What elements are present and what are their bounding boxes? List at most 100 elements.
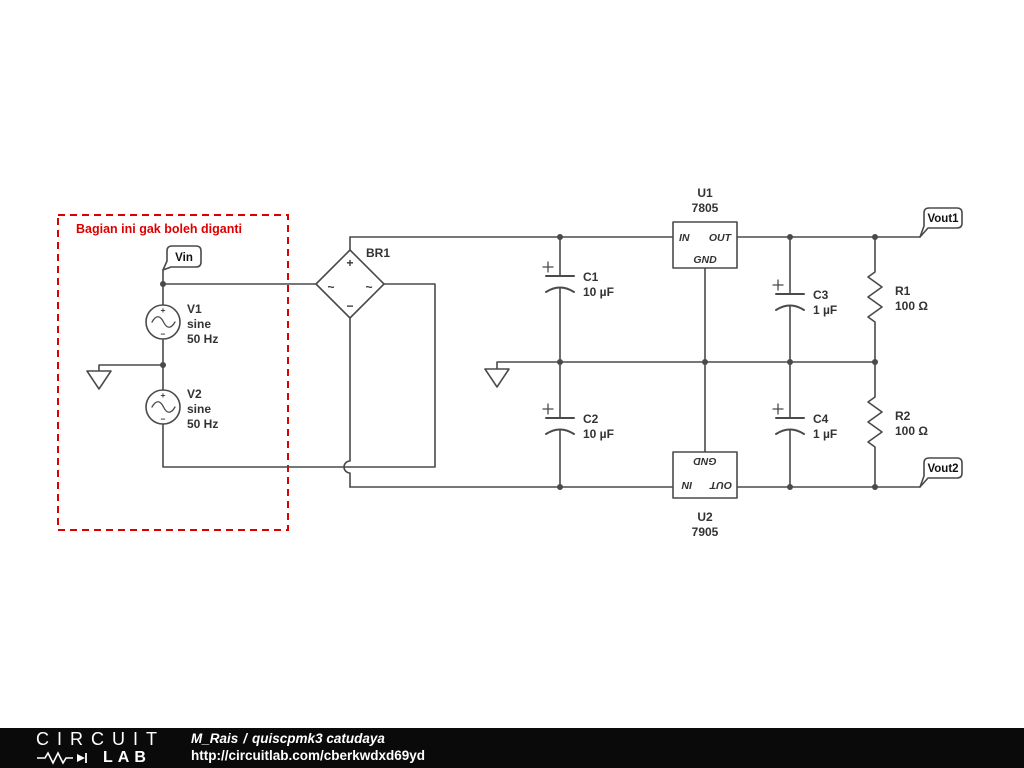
junction-dot xyxy=(557,234,563,240)
byline: M_Rais/quiscpmk3 catudaya xyxy=(191,731,425,747)
polarity-minus: − xyxy=(161,329,166,339)
component-value: 10 µF xyxy=(583,285,614,299)
ground-symbol-mid xyxy=(484,368,510,388)
component-ref: V2 xyxy=(187,387,202,401)
author-name: M_Rais xyxy=(191,731,239,747)
junction-dot xyxy=(872,484,878,490)
flag-shape xyxy=(919,457,963,488)
component-part: 7905 xyxy=(692,525,719,539)
resistor-r2: R2 100 Ω xyxy=(867,361,928,488)
ground-symbol-left xyxy=(86,370,112,390)
ground-triangle-icon xyxy=(86,370,112,390)
junction-dot xyxy=(787,234,793,240)
pin-in-label: IN xyxy=(679,232,690,244)
capacitor-c3: C3 1 µF xyxy=(772,236,837,363)
wire-source-midpoint xyxy=(98,338,164,391)
pin-in-label: IN xyxy=(681,479,692,491)
component-type: sine xyxy=(187,317,211,331)
protected-region: Bagian ini gak boleh diganti xyxy=(57,214,289,531)
bridge-plus: + xyxy=(346,256,353,270)
component-part: 7805 xyxy=(692,201,719,215)
junction-dot xyxy=(702,359,708,365)
circuit-title: quiscpmk3 catudaya xyxy=(252,731,385,747)
polarity-minus: − xyxy=(161,414,166,424)
flag-label: Vout2 xyxy=(927,463,958,475)
resistor-zigzag-icon xyxy=(867,361,883,488)
footer-bar: CIRCUIT LAB M_Rais/quiscpmk3 catudaya ht… xyxy=(0,728,1024,768)
polarity-plus: + xyxy=(161,390,166,400)
component-value: 10 µF xyxy=(583,427,614,441)
wires xyxy=(98,236,921,488)
net-flag-vout2: Vout2 xyxy=(919,457,963,488)
polarity-plus-icon xyxy=(772,403,784,415)
protected-region-label: Bagian ini gak boleh diganti xyxy=(76,222,242,236)
voltage-source-v2: + − V2 sine 50 Hz xyxy=(145,387,218,431)
wire-bridge-dc-leads xyxy=(343,236,351,488)
flag-label: Vin xyxy=(175,252,193,264)
capacitor-plate-bottom xyxy=(545,428,575,435)
flag-shape xyxy=(919,207,963,238)
junction-dot xyxy=(787,484,793,490)
junction-dot xyxy=(787,359,793,365)
flag-label: Vout1 xyxy=(927,213,959,225)
component-ref: C2 xyxy=(583,412,599,426)
capacitor-c2: C2 10 µF xyxy=(542,361,614,488)
logo-bottom-row: LAB xyxy=(36,750,165,766)
capacitor-plate-bottom xyxy=(545,286,575,293)
flag-shape xyxy=(162,245,202,271)
resistor-r1: R1 100 Ω xyxy=(867,236,928,363)
resistor-zigzag-icon xyxy=(867,236,883,363)
schematic-canvas: Bagian ini gak boleh diganti + − V1 sine… xyxy=(57,186,963,539)
regulator-box xyxy=(672,451,738,499)
polarity-plus-icon xyxy=(542,403,554,415)
component-ref: V1 xyxy=(187,302,202,316)
junction-dot xyxy=(872,234,878,240)
capacitor-c1: C1 10 µF xyxy=(542,236,614,363)
capacitor-plate-bottom xyxy=(775,428,805,435)
component-type: sine xyxy=(187,402,211,416)
circuitlab-logo: CIRCUIT LAB xyxy=(36,730,165,766)
wire-vin-to-bridge xyxy=(162,269,317,305)
capacitor-plate-bottom xyxy=(775,304,805,311)
bridge-diamond-icon xyxy=(315,249,385,319)
bridge-ac-left: ~ xyxy=(327,280,334,294)
bridge-minus: − xyxy=(346,299,353,313)
junction-dot xyxy=(160,362,166,368)
regulator-u2: IN OUT GND U2 7905 xyxy=(672,451,738,539)
component-ref: U2 xyxy=(697,510,713,524)
bridge-rectifier-br1: + − ~ ~ BR1 xyxy=(315,246,390,319)
pin-out-label: OUT xyxy=(709,232,733,244)
net-flag-vout1: Vout1 xyxy=(919,207,963,238)
polarity-plus: + xyxy=(161,305,166,315)
regulator-box xyxy=(672,221,738,269)
component-ref: C4 xyxy=(813,412,829,426)
polarity-plus-icon xyxy=(772,279,784,291)
pin-gnd-label: GND xyxy=(693,254,717,266)
waveform-icon xyxy=(37,751,87,765)
component-freq: 50 Hz xyxy=(187,332,218,346)
component-ref: C1 xyxy=(583,270,599,284)
component-ref: R2 xyxy=(895,409,911,423)
pin-gnd-label: GND xyxy=(693,455,717,467)
protected-region-box xyxy=(57,214,289,531)
component-ref: C3 xyxy=(813,288,829,302)
regulator-u1: IN OUT GND U1 7805 xyxy=(672,186,738,269)
circuit-url[interactable]: http://circuitlab.com/cberkwdxd69yd xyxy=(191,748,426,763)
pin-out-label: OUT xyxy=(708,479,732,491)
component-ref: U1 xyxy=(697,186,713,200)
junction-dot xyxy=(160,281,166,287)
component-ref: R1 xyxy=(895,284,911,298)
component-value: 100 Ω xyxy=(895,299,928,313)
logo-circuit-text: CIRCUIT xyxy=(36,729,165,749)
logo-lab-text: LAB xyxy=(103,749,151,766)
sine-wave-icon xyxy=(151,316,176,328)
junction-dots xyxy=(160,234,878,490)
component-freq: 50 Hz xyxy=(187,417,218,431)
junction-dot xyxy=(557,359,563,365)
ground-triangle-icon xyxy=(484,368,510,388)
junction-dot xyxy=(557,484,563,490)
wire-v2-to-bridge xyxy=(162,283,436,468)
component-value: 1 µF xyxy=(813,303,837,317)
capacitor-c4: C4 1 µF xyxy=(772,361,837,488)
wire-ground-rail xyxy=(496,361,876,370)
